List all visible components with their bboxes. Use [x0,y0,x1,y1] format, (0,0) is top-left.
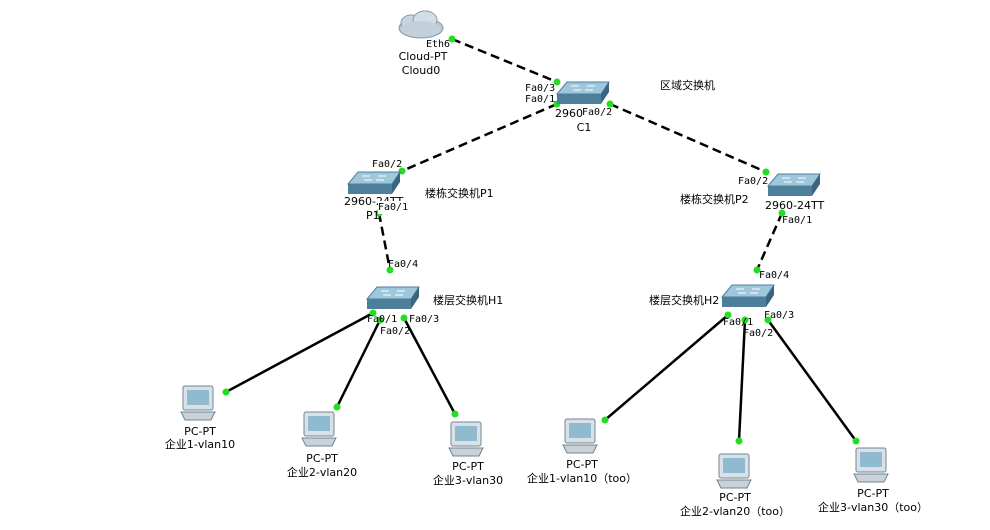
pc-icon[interactable] [562,418,598,454]
floor2-note-label: 楼层交换机H2 [649,294,720,307]
bldg2-note-label: 楼栋交换机P2 [680,193,749,206]
switch-icon[interactable] [766,173,821,196]
port-dot [778,209,786,217]
core-model-label: 2960 [555,107,583,120]
floor1-port-fa04: Fa0/4 [388,259,419,270]
link-core-bldg2[interactable] [609,102,767,174]
bldg1-port-fa01: Fa0/1 [378,201,409,214]
cloud-icon[interactable] [398,10,444,39]
pc2-type-label: PC-PT [306,452,338,465]
port-dot [333,403,341,411]
port-dot [724,311,732,319]
pc1-name-label: 企业1-vlan10 [164,438,236,451]
cloud-port-label: Eth6 [426,39,451,50]
pc1-type-label: PC-PT [184,425,216,438]
port-dot [852,437,860,445]
port-dot [222,388,230,396]
link-floor2-pc5[interactable] [737,319,747,442]
link-core-bldg1[interactable] [401,102,558,173]
link-bldg1-floor1[interactable] [377,212,392,271]
switch-icon[interactable] [346,171,401,194]
pc6-type-label: PC-PT [857,487,889,500]
port-dot [369,309,377,317]
pc-icon[interactable] [716,453,752,489]
floor1-port-fa01: Fa0/1 [367,314,398,325]
port-dot [386,266,394,274]
pc5-type-label: PC-PT [719,491,751,504]
pc4-name-label: 企业1-vlan10（too） [526,472,638,485]
pc-icon[interactable] [853,447,889,483]
core-port-fa01: Fa0/1 [525,94,556,105]
switch-icon[interactable] [555,81,610,104]
switch-icon[interactable] [720,284,775,307]
pc-icon[interactable] [448,421,484,457]
port-dot [376,316,384,324]
pc3-type-label: PC-PT [452,460,484,473]
floor1-note-label: 楼层交换机H1 [433,294,504,307]
pc3-name-label: 企业3-vlan30 [432,474,504,487]
floor2-port-fa03: Fa0/3 [764,310,795,321]
port-dot [753,266,761,274]
floor1-port-fa02: Fa0/2 [380,326,411,337]
core-port-fa02: Fa0/2 [582,107,613,118]
links [225,37,858,442]
link-floor1-pc3[interactable] [402,317,457,415]
port-dot [451,410,459,418]
port-dot [741,316,749,324]
port-dot [762,168,770,176]
port-dot [606,100,614,108]
pc6-name-label: 企业3-vlan30（too） [817,501,929,514]
floor1-port-fa03: Fa0/3 [409,314,440,325]
core-port-fa03: Fa0/3 [525,83,556,94]
floor2-port-fa04: Fa0/4 [759,270,790,281]
pc-icon[interactable] [301,411,337,447]
link-floor2-pc4[interactable] [604,314,729,421]
pc4-type-label: PC-PT [566,458,598,471]
bldg2-model-label: 2960-24TT [765,199,825,212]
link-cloud-core[interactable] [451,37,558,84]
bldg1-name-label: P1 [366,209,380,222]
link-floor2-pc6[interactable] [766,319,858,442]
floor2-port-fa01: Fa0/1 [723,317,754,328]
link-floor1-pc2[interactable] [335,319,382,408]
link-floor1-pc1[interactable] [225,311,374,394]
bldg1-note-label: 楼栋交换机P1 [425,187,494,200]
link-bldg2-floor2[interactable] [755,212,784,271]
bldg2-port-fa02: Fa0/2 [738,176,769,187]
port-dot [398,167,406,175]
port-dot [448,35,456,43]
bldg1-port-fa02: Fa0/2 [372,159,403,170]
pc-icon[interactable] [180,385,216,421]
port-dot [553,78,561,86]
floor2-port-fa02: Fa0/2 [743,328,774,339]
bldg2-port-fa01: Fa0/1 [782,215,813,226]
pc2-name-label: 企业2-vlan20 [286,466,358,479]
port-dot [400,314,408,322]
core-name-label: C1 [576,121,592,134]
cloud-type-label: Cloud-PT [398,50,448,63]
cloud-name-label: Cloud0 [401,64,441,77]
port-dot [735,437,743,445]
port-dot [601,416,609,424]
switch-icon[interactable] [365,286,420,309]
pc5-name-label: 企业2-vlan20（too） [679,505,791,518]
port-dot [764,316,772,324]
core-note-label: 区域交换机 [660,79,715,92]
